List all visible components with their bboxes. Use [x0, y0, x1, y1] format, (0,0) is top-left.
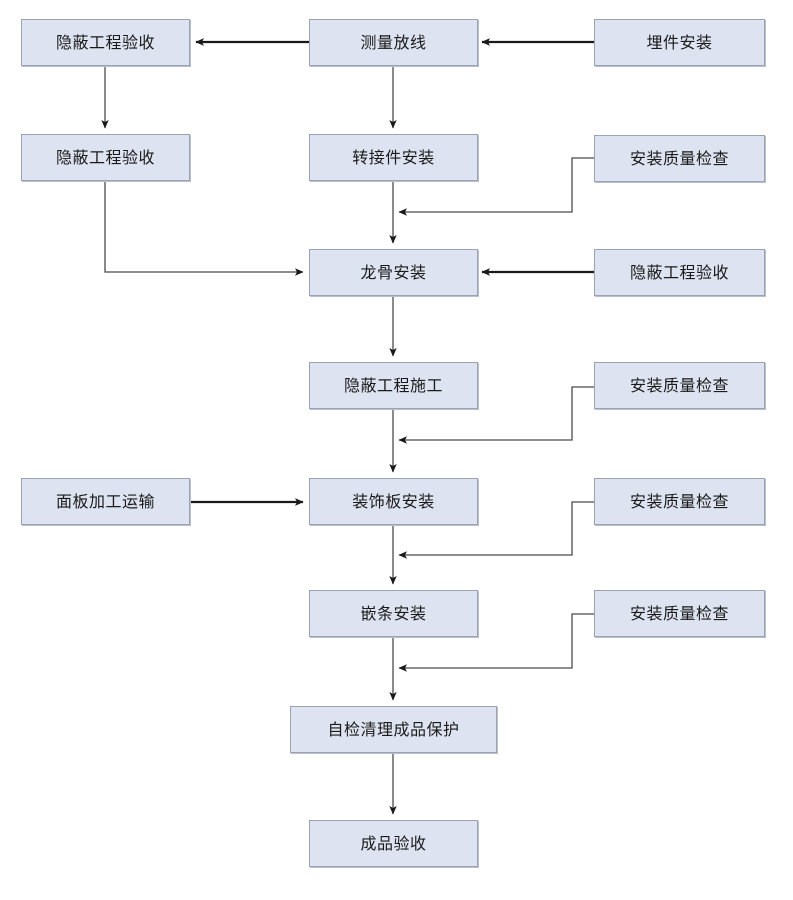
flow-node-label: 自检清理成品保护: [327, 719, 460, 739]
flow-node-n13[interactable]: 安装质量检查: [594, 478, 765, 525]
flow-node-n2[interactable]: 测量放线: [309, 19, 478, 66]
flow-node-label: 转接件安装: [352, 147, 435, 167]
flow-node-label: 埋件安装: [646, 32, 713, 52]
flow-node-label: 隐蔽工程验收: [629, 262, 729, 282]
flow-node-n6[interactable]: 安装质量检查: [594, 135, 765, 182]
flow-node-n15[interactable]: 安装质量检查: [594, 590, 765, 637]
flow-node-n14[interactable]: 嵌条安装: [309, 590, 478, 637]
flow-node-n9[interactable]: 隐蔽工程施工: [309, 362, 478, 409]
flow-node-label: 装饰板安装: [352, 491, 435, 511]
flow-node-label: 安装质量检查: [629, 491, 729, 511]
flow-node-n8[interactable]: 隐蔽工程验收: [594, 249, 765, 296]
flow-node-label: 隐蔽工程施工: [343, 375, 443, 395]
flow-node-label: 隐蔽工程验收: [55, 32, 155, 52]
flow-node-label: 测量放线: [360, 32, 427, 52]
flow-node-label: 隐蔽工程验收: [55, 147, 155, 167]
flow-node-label: 安装质量检查: [629, 148, 729, 168]
flow-node-n4[interactable]: 隐蔽工程验收: [21, 134, 190, 181]
flow-node-label: 安装质量检查: [629, 375, 729, 395]
flow-node-n5[interactable]: 转接件安装: [309, 134, 478, 181]
flow-node-label: 成品验收: [360, 833, 427, 853]
flow-node-n7[interactable]: 龙骨安装: [309, 249, 478, 296]
flow-node-label: 安装质量检查: [629, 603, 729, 623]
flow-node-label: 龙骨安装: [360, 262, 427, 282]
flow-node-n10[interactable]: 安装质量检查: [594, 362, 765, 409]
flow-node-n17[interactable]: 成品验收: [309, 820, 478, 867]
flow-node-n11[interactable]: 面板加工运输: [21, 478, 190, 525]
flow-node-n16[interactable]: 自检清理成品保护: [290, 706, 497, 753]
flow-node-n12[interactable]: 装饰板安装: [309, 478, 478, 525]
flow-node-label: 面板加工运输: [55, 491, 155, 511]
flow-node-label: 嵌条安装: [360, 603, 427, 623]
flow-edge-n4-to-n7: [104, 181, 304, 276]
flow-node-n1[interactable]: 隐蔽工程验收: [21, 19, 190, 66]
flow-node-n3[interactable]: 埋件安装: [594, 19, 765, 66]
